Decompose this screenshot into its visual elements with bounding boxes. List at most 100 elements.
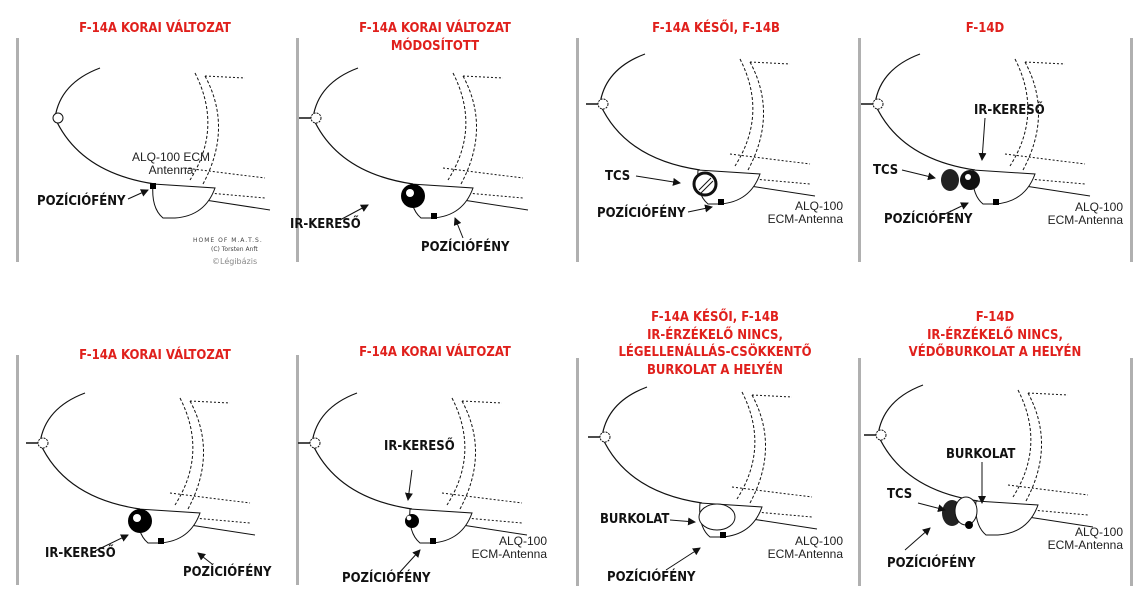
- canopy-frame: [459, 400, 476, 510]
- radome-outline: [877, 384, 979, 502]
- ir-seeker-highlight: [133, 514, 141, 522]
- pointer-arrow: [453, 217, 464, 239]
- position-light-icon: [718, 199, 724, 205]
- chin-pod: [152, 183, 216, 219]
- position-light-label: POZÍCIÓFÉNY: [342, 571, 431, 586]
- tcs-label: TCS: [887, 487, 913, 502]
- fuselage-dashed-lines: [719, 61, 811, 185]
- divider: [1130, 358, 1133, 586]
- position-light-icon: [993, 199, 999, 205]
- pointer-arrow: [404, 469, 413, 501]
- tcs-hatch: [698, 177, 714, 194]
- divider: [296, 355, 299, 585]
- fairing-label: BURKOLAT: [600, 512, 670, 527]
- pitot-probe-icon: [597, 98, 609, 110]
- position-light-icon: [431, 213, 437, 219]
- pointer-arrow: [901, 169, 936, 181]
- position-light-icon: [150, 183, 156, 189]
- panel-title: F-14A KORAI VÁLTOZAT: [359, 345, 511, 360]
- pointer-arrow: [669, 517, 696, 526]
- pitot-probe-icon: [872, 98, 884, 110]
- canopy-frame: [460, 75, 477, 185]
- canopy-frame: [1025, 392, 1042, 502]
- divider: [1130, 38, 1133, 262]
- divider: [16, 355, 19, 585]
- pitot-probe-icon: [309, 437, 321, 449]
- fuselage-line: [461, 524, 528, 536]
- fuselage-line: [189, 524, 256, 536]
- pointer-arrow: [978, 117, 987, 161]
- pitot-probe-icon: [310, 112, 322, 124]
- fuselage-line: [751, 518, 818, 530]
- canopy-frame: [747, 61, 764, 171]
- canopy-frame: [189, 72, 209, 181]
- chin-pod: [975, 500, 1039, 536]
- tcs-label: TCS: [605, 169, 631, 184]
- radome-outline: [312, 67, 414, 185]
- canopy-frame: [1022, 61, 1039, 171]
- divider: [296, 38, 299, 262]
- position-light-icon: [430, 538, 436, 544]
- panel-title: F-14A KÉSŐI, F-14B: [652, 21, 780, 36]
- pointer-arrow: [127, 189, 149, 200]
- fuselage-dashed-lines: [432, 75, 524, 199]
- ir-seeker-icon: [401, 184, 425, 208]
- pointer-arrow: [904, 527, 931, 551]
- pointer-arrow: [665, 547, 701, 571]
- canopy-frame: [1012, 389, 1032, 498]
- ir-seeker-label: IR-KERESŐ: [384, 439, 455, 454]
- fuselage-dashed-lines: [174, 75, 266, 199]
- credit: HOME OF M.A.T.S.: [193, 237, 263, 244]
- position-light-label: POZÍCIÓFÉNY: [37, 194, 126, 209]
- ir-seeker-highlight: [406, 189, 414, 197]
- divider: [858, 358, 861, 586]
- pointer-arrow: [339, 204, 369, 221]
- pitot-probe-icon: [599, 431, 611, 443]
- divider: [576, 38, 579, 262]
- chin-pod: [409, 508, 473, 544]
- ir-seeker-highlight: [406, 515, 412, 521]
- position-light-icon: [720, 532, 726, 538]
- ir-seeker-icon: [128, 509, 152, 533]
- pointer-arrow: [687, 204, 713, 213]
- position-light-label: POZÍCIÓFÉNY: [887, 556, 976, 571]
- chin-pod: [972, 169, 1036, 205]
- radome-outline: [874, 53, 976, 171]
- canopy-frame: [446, 397, 466, 506]
- position-light-label: POZÍCIÓFÉNY: [607, 570, 696, 585]
- pointer-arrow: [94, 534, 129, 552]
- pointer-arrow: [917, 502, 946, 513]
- panel-title: F-14D: [965, 21, 1005, 36]
- canopy-frame: [736, 391, 756, 500]
- radome-outline: [599, 53, 701, 171]
- credit: ©Légibázis: [212, 257, 258, 266]
- tcs-label: TCS: [873, 163, 899, 178]
- fuselage-line: [749, 185, 816, 197]
- position-light-label: POZÍCIÓFÉNY: [421, 240, 510, 255]
- pitot-probe-icon: [875, 429, 887, 441]
- position-light-label: POZÍCIÓFÉNY: [884, 212, 973, 227]
- pitot-probe-icon: [52, 112, 64, 124]
- pointer-arrow: [399, 549, 421, 573]
- pointer-arrow: [944, 202, 969, 215]
- fuselage-line: [1024, 185, 1091, 197]
- fuselage-line: [204, 199, 271, 211]
- fuselage-line: [462, 199, 529, 211]
- canopy-frame: [187, 400, 204, 510]
- fairing-icon: [698, 503, 736, 531]
- ir-seeker-label: IR-KERESŐ: [45, 546, 116, 561]
- canopy-frame: [447, 72, 467, 181]
- position-light-icon: [965, 521, 973, 529]
- ir-seeker-icon: [960, 170, 980, 190]
- position-light-label: POZÍCIÓFÉNY: [597, 206, 686, 221]
